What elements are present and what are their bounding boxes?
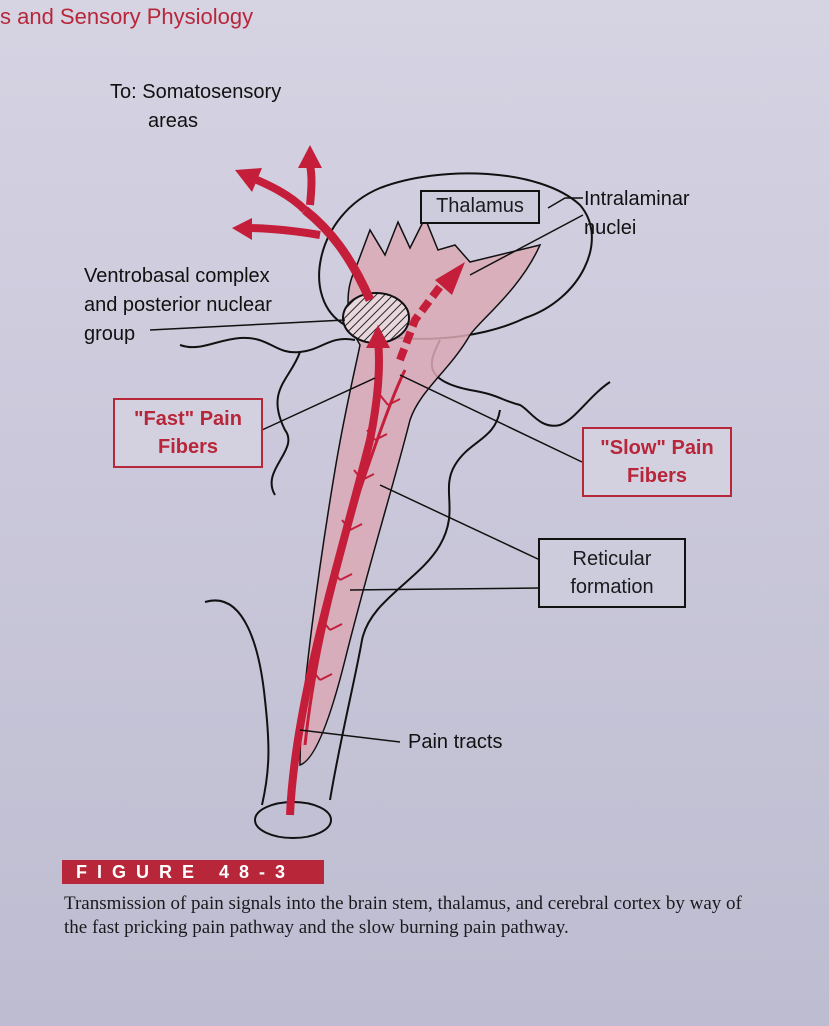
cortical-branch-3 [244, 224, 321, 239]
ventrobasal-label-line2: and posterior nuclear [84, 294, 272, 316]
pain-tracts-label: Pain tracts [408, 731, 503, 753]
brainstem-right-lower [329, 409, 501, 801]
brainstem-left-edge [270, 351, 301, 496]
reticular-label-line2: formation [570, 576, 654, 598]
running-header: s and Sensory Physiology [0, 4, 254, 29]
spinal-cord-left [204, 599, 270, 806]
figure-number-banner: FIGURE 48-3 [62, 860, 324, 884]
intralaminar-label-line2: nuclei [584, 217, 637, 239]
slow-pain-label-line2: Fibers [626, 465, 688, 487]
slow-pain-region [299, 216, 542, 767]
thalamus-label-box: Thalamus [420, 190, 540, 224]
ventrobasal-label-line1: Ventrobasal complex [84, 265, 270, 287]
reticular-formation-box: Reticular formation [538, 538, 686, 608]
figure-caption: Transmission of pain signals into the br… [64, 893, 742, 938]
cortical-arrowhead-1 [235, 168, 262, 192]
fast-pain-label-line2: Fibers [157, 436, 219, 458]
slow-pain-arrowhead [435, 262, 465, 295]
reticular-collaterals [311, 394, 401, 681]
reticular-label-line1: Reticular [572, 548, 652, 570]
thalamus-label: Thalamus [436, 195, 524, 217]
fast-pain-fibers-box: "Fast" Pain Fibers [113, 398, 263, 468]
cortical-arrowhead-3 [232, 218, 252, 240]
fast-pain-arrowhead [366, 325, 390, 348]
brainstem-outline [179, 336, 356, 354]
slow-pain-fibers-box: "Slow" Pain Fibers [582, 427, 732, 497]
slow-pain-pathway [396, 277, 449, 362]
leader-lines [149, 197, 584, 743]
cortical-arrowhead-2 [298, 145, 322, 168]
pain-pathway-diagram [149, 145, 611, 839]
cortical-branch-2 [306, 164, 316, 206]
intralaminar-label-line1: Intralaminar [584, 188, 690, 210]
slow-pain-label-line1: "Slow" Pain [600, 437, 714, 459]
ventrobasal-label-line3: group [84, 323, 136, 345]
reticular-fiber [303, 369, 407, 746]
somatosensory-label-line1: To: Somatosensory [110, 81, 282, 103]
fast-pain-pathway [286, 339, 384, 816]
fast-pain-label-line1: "Fast" Pain [134, 408, 242, 430]
somatosensory-label-line2: areas [148, 110, 199, 132]
cortical-projection [302, 206, 375, 302]
